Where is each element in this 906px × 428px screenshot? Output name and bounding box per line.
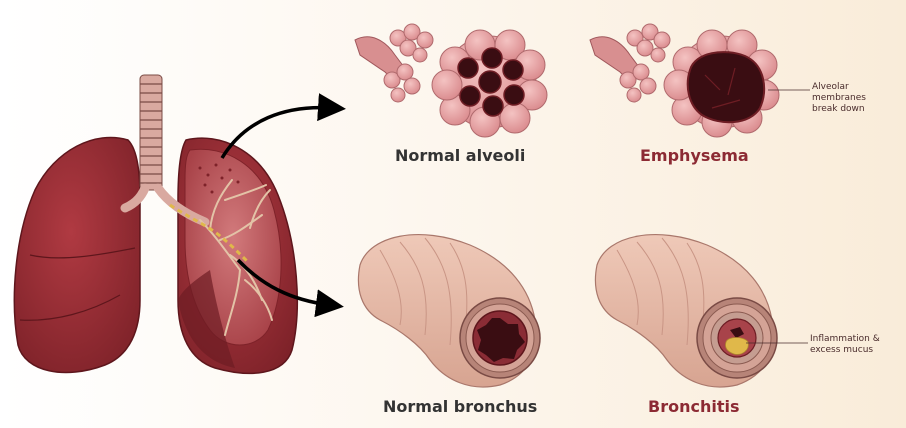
lung-fissure [29,247,136,259]
inflammation-callout: Inflammation & excess mucus [810,334,900,356]
bronchus-left [120,183,150,213]
lung-lobe [178,270,235,368]
bronchitis-illustration [594,234,808,388]
inflammation-callout-line1: Inflammation & [810,334,880,344]
mucus-blob [725,337,749,355]
emphysema-illustration [589,23,810,138]
normal-bronchus-illustration [357,234,541,388]
alveoli-texture [198,163,240,194]
alveolar-callout: Alveolar membranes break down [812,82,902,115]
trachea [139,74,163,191]
lungs-illustration [13,74,298,374]
emphysema-label: Emphysema [640,146,749,165]
normal-bronchus-label: Normal bronchus [383,397,538,416]
normal-alveoli-label: Normal alveoli [395,146,526,165]
emphysema-cavity [686,51,766,124]
right-lung [13,136,141,374]
bronchitis-label: Bronchitis [648,397,740,416]
mucus-path [169,203,250,264]
alveolar-callout-line2: break down [812,104,865,114]
normal-alveoli-illustration [354,23,548,138]
inflammation-callout-line2: excess mucus [810,345,874,355]
bronchial-tree [199,179,273,336]
arrow-to-bronchus [236,258,344,318]
lung-fissure [19,294,121,321]
alveolar-callout-line1: Alveolar membranes [812,82,866,103]
trachea-rings [140,83,162,184]
arrow-to-alveoli [220,93,346,159]
